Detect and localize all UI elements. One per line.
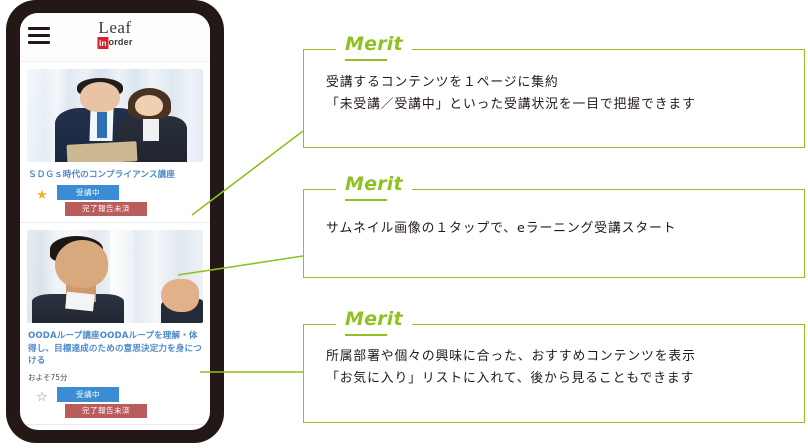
phone-notch — [79, 0, 151, 13]
merit-box-3: Merit 所属部署や個々の興味に合った、おすすめコンテンツを表示 「お気に入り… — [303, 310, 805, 423]
course-title: ＳＤＧｓ時代のコンプライアンス講座 — [28, 170, 176, 180]
merit-text-line: 所属部署や個々の興味に合った、おすすめコンテンツを表示 — [326, 349, 696, 364]
merit-text-line: サムネイル画像の１タップで、eラーニング受講スタート — [326, 221, 677, 236]
course-badges: 受講中 完了報告未済 — [57, 387, 147, 419]
course-thumbnail[interactable] — [27, 69, 203, 162]
report-badge[interactable]: 完了報告未済 — [65, 201, 147, 217]
status-badge[interactable]: 受講中 — [57, 387, 119, 402]
course-card-footer: ☆ 受講中 完了報告未済 — [27, 387, 203, 419]
merit-label: Merit — [336, 310, 412, 329]
merit-label: Merit — [336, 35, 412, 54]
brand-name: Leaf — [98, 18, 132, 37]
status-badge[interactable]: 受講中 — [57, 185, 119, 200]
merit-label: Merit — [336, 175, 412, 194]
merit-text-line: 受講するコンテンツを１ページに集約 — [326, 75, 559, 90]
favorite-star-icon[interactable]: ★ — [36, 187, 48, 203]
brand-order-text: order — [108, 37, 133, 48]
merit-body: 受講するコンテンツを１ページに集約 「未受講／受講中」といった受講状況を一目で把… — [304, 50, 804, 117]
report-badge[interactable]: 完了報告未済 — [65, 403, 147, 419]
course-title: OODAループ講座OODAループを理解・体得し、目標達成のための意思決定力を身に… — [28, 331, 202, 366]
merit-label-underline — [345, 334, 387, 336]
hamburger-menu-icon[interactable] — [28, 27, 50, 44]
merit-body: 所属部署や個々の興味に合った、おすすめコンテンツを表示 「お気に入り」リストに入… — [304, 325, 804, 391]
brand-in-badge: in — [97, 37, 109, 49]
merit-text-line: 「お気に入り」リストに入れて、後から見ることもできます — [326, 371, 695, 387]
merit-body: サムネイル画像の１タップで、eラーニング受講スタート — [304, 190, 804, 240]
course-card-footer: ★ 受講中 完了報告未済 — [27, 185, 203, 217]
course-card[interactable]: OODAループ講座OODAループを理解・体得し、目標達成のための意思決定力を身に… — [20, 223, 210, 426]
course-card[interactable]: ＳＤＧｓ時代のコンプライアンス講座 ★ 受講中 完了報告未済 — [20, 62, 210, 224]
merit-label-underline — [345, 199, 387, 201]
course-badges: 受講中 完了報告未済 — [57, 185, 147, 217]
course-list: ＳＤＧｓ時代のコンプライアンス講座 ★ 受講中 完了報告未済 — [20, 62, 210, 426]
merit-text-line: 「未受講／受講中」といった受講状況を一目で把握できます — [326, 97, 696, 113]
favorite-star-icon[interactable]: ☆ — [36, 389, 48, 404]
course-thumbnail[interactable] — [27, 230, 203, 324]
merit-label-underline — [345, 59, 387, 61]
merit-box-2: Merit サムネイル画像の１タップで、eラーニング受講スタート — [303, 175, 805, 278]
merit-box-1: Merit 受講するコンテンツを１ページに集約 「未受講／受講中」といった受講状… — [303, 35, 805, 148]
course-duration: およそ75分 — [28, 373, 68, 382]
